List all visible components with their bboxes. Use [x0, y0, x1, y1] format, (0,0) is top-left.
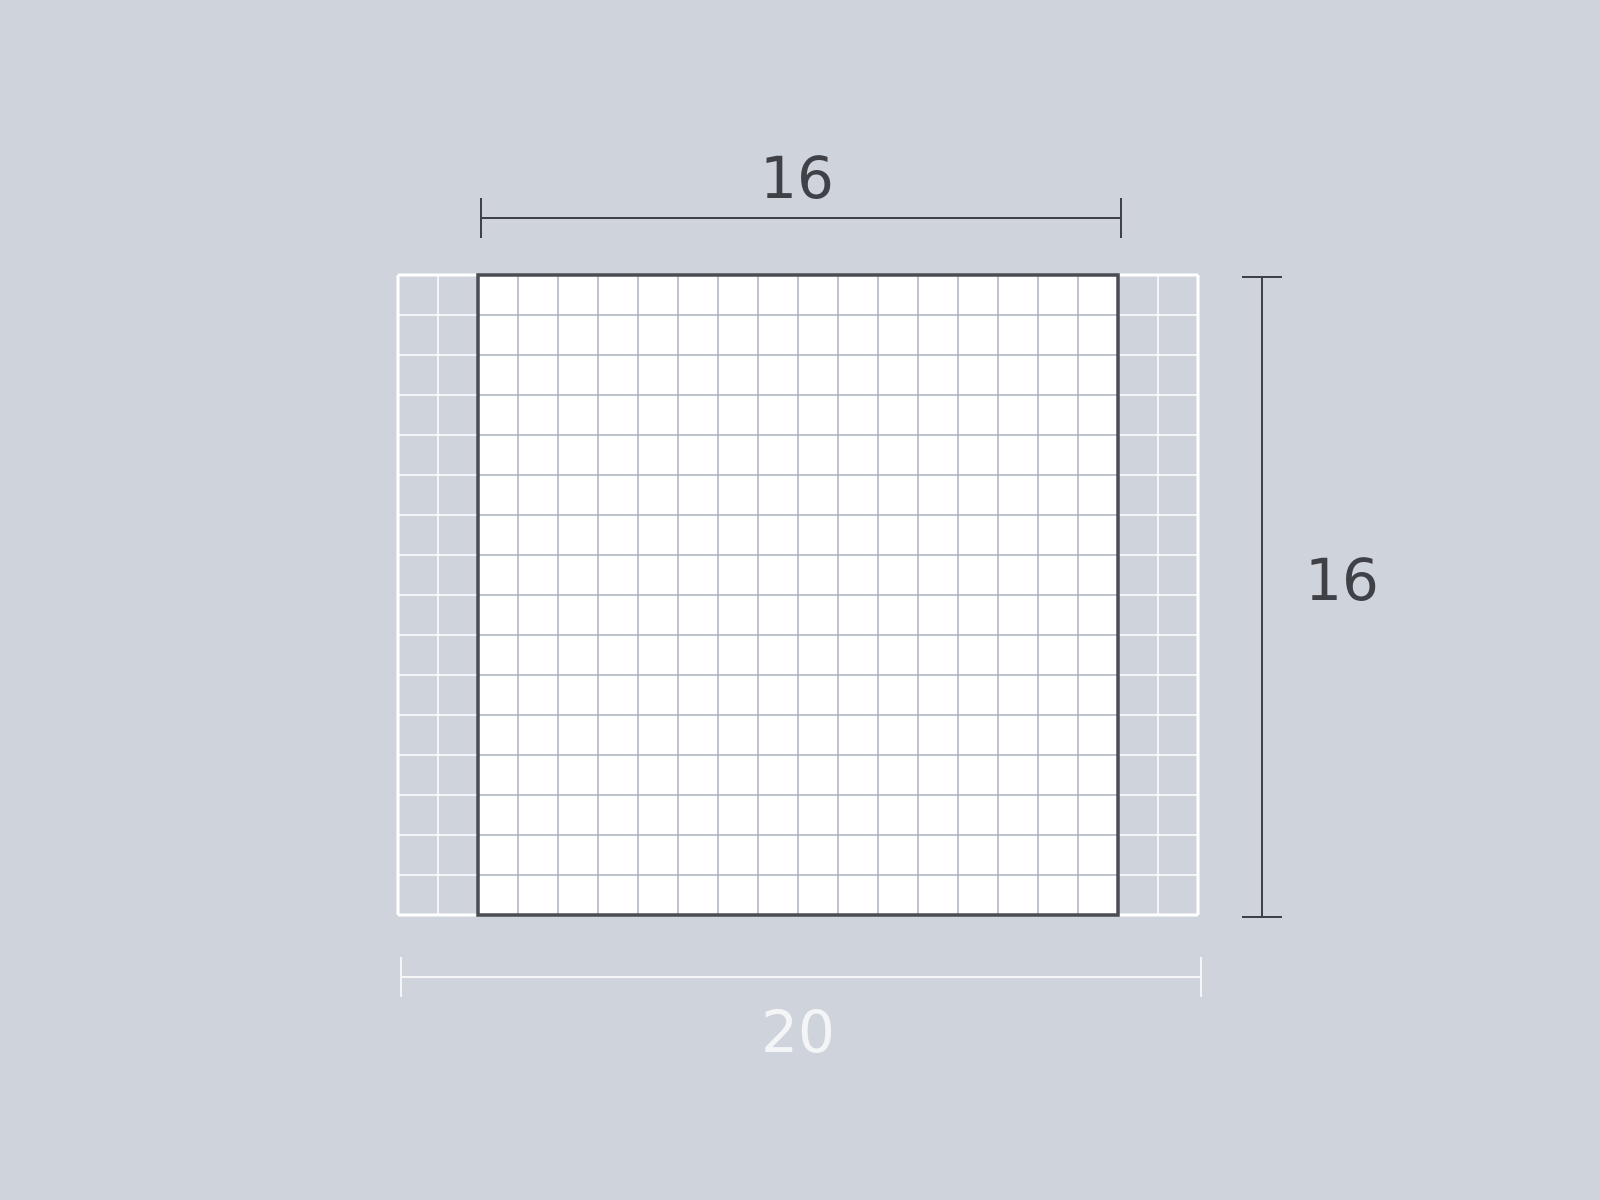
inner-grid-border: [476, 273, 1120, 917]
bottom-dimension-label: 20: [761, 998, 835, 1066]
top-dimension-label: 16: [760, 144, 834, 212]
bottom-dimension: [400, 957, 1202, 997]
top-dimension: [480, 198, 1122, 238]
right-dimension-label: 16: [1305, 546, 1379, 614]
right-dimension: [1242, 276, 1282, 918]
inner-grid-16-by-16: [476, 273, 1120, 917]
